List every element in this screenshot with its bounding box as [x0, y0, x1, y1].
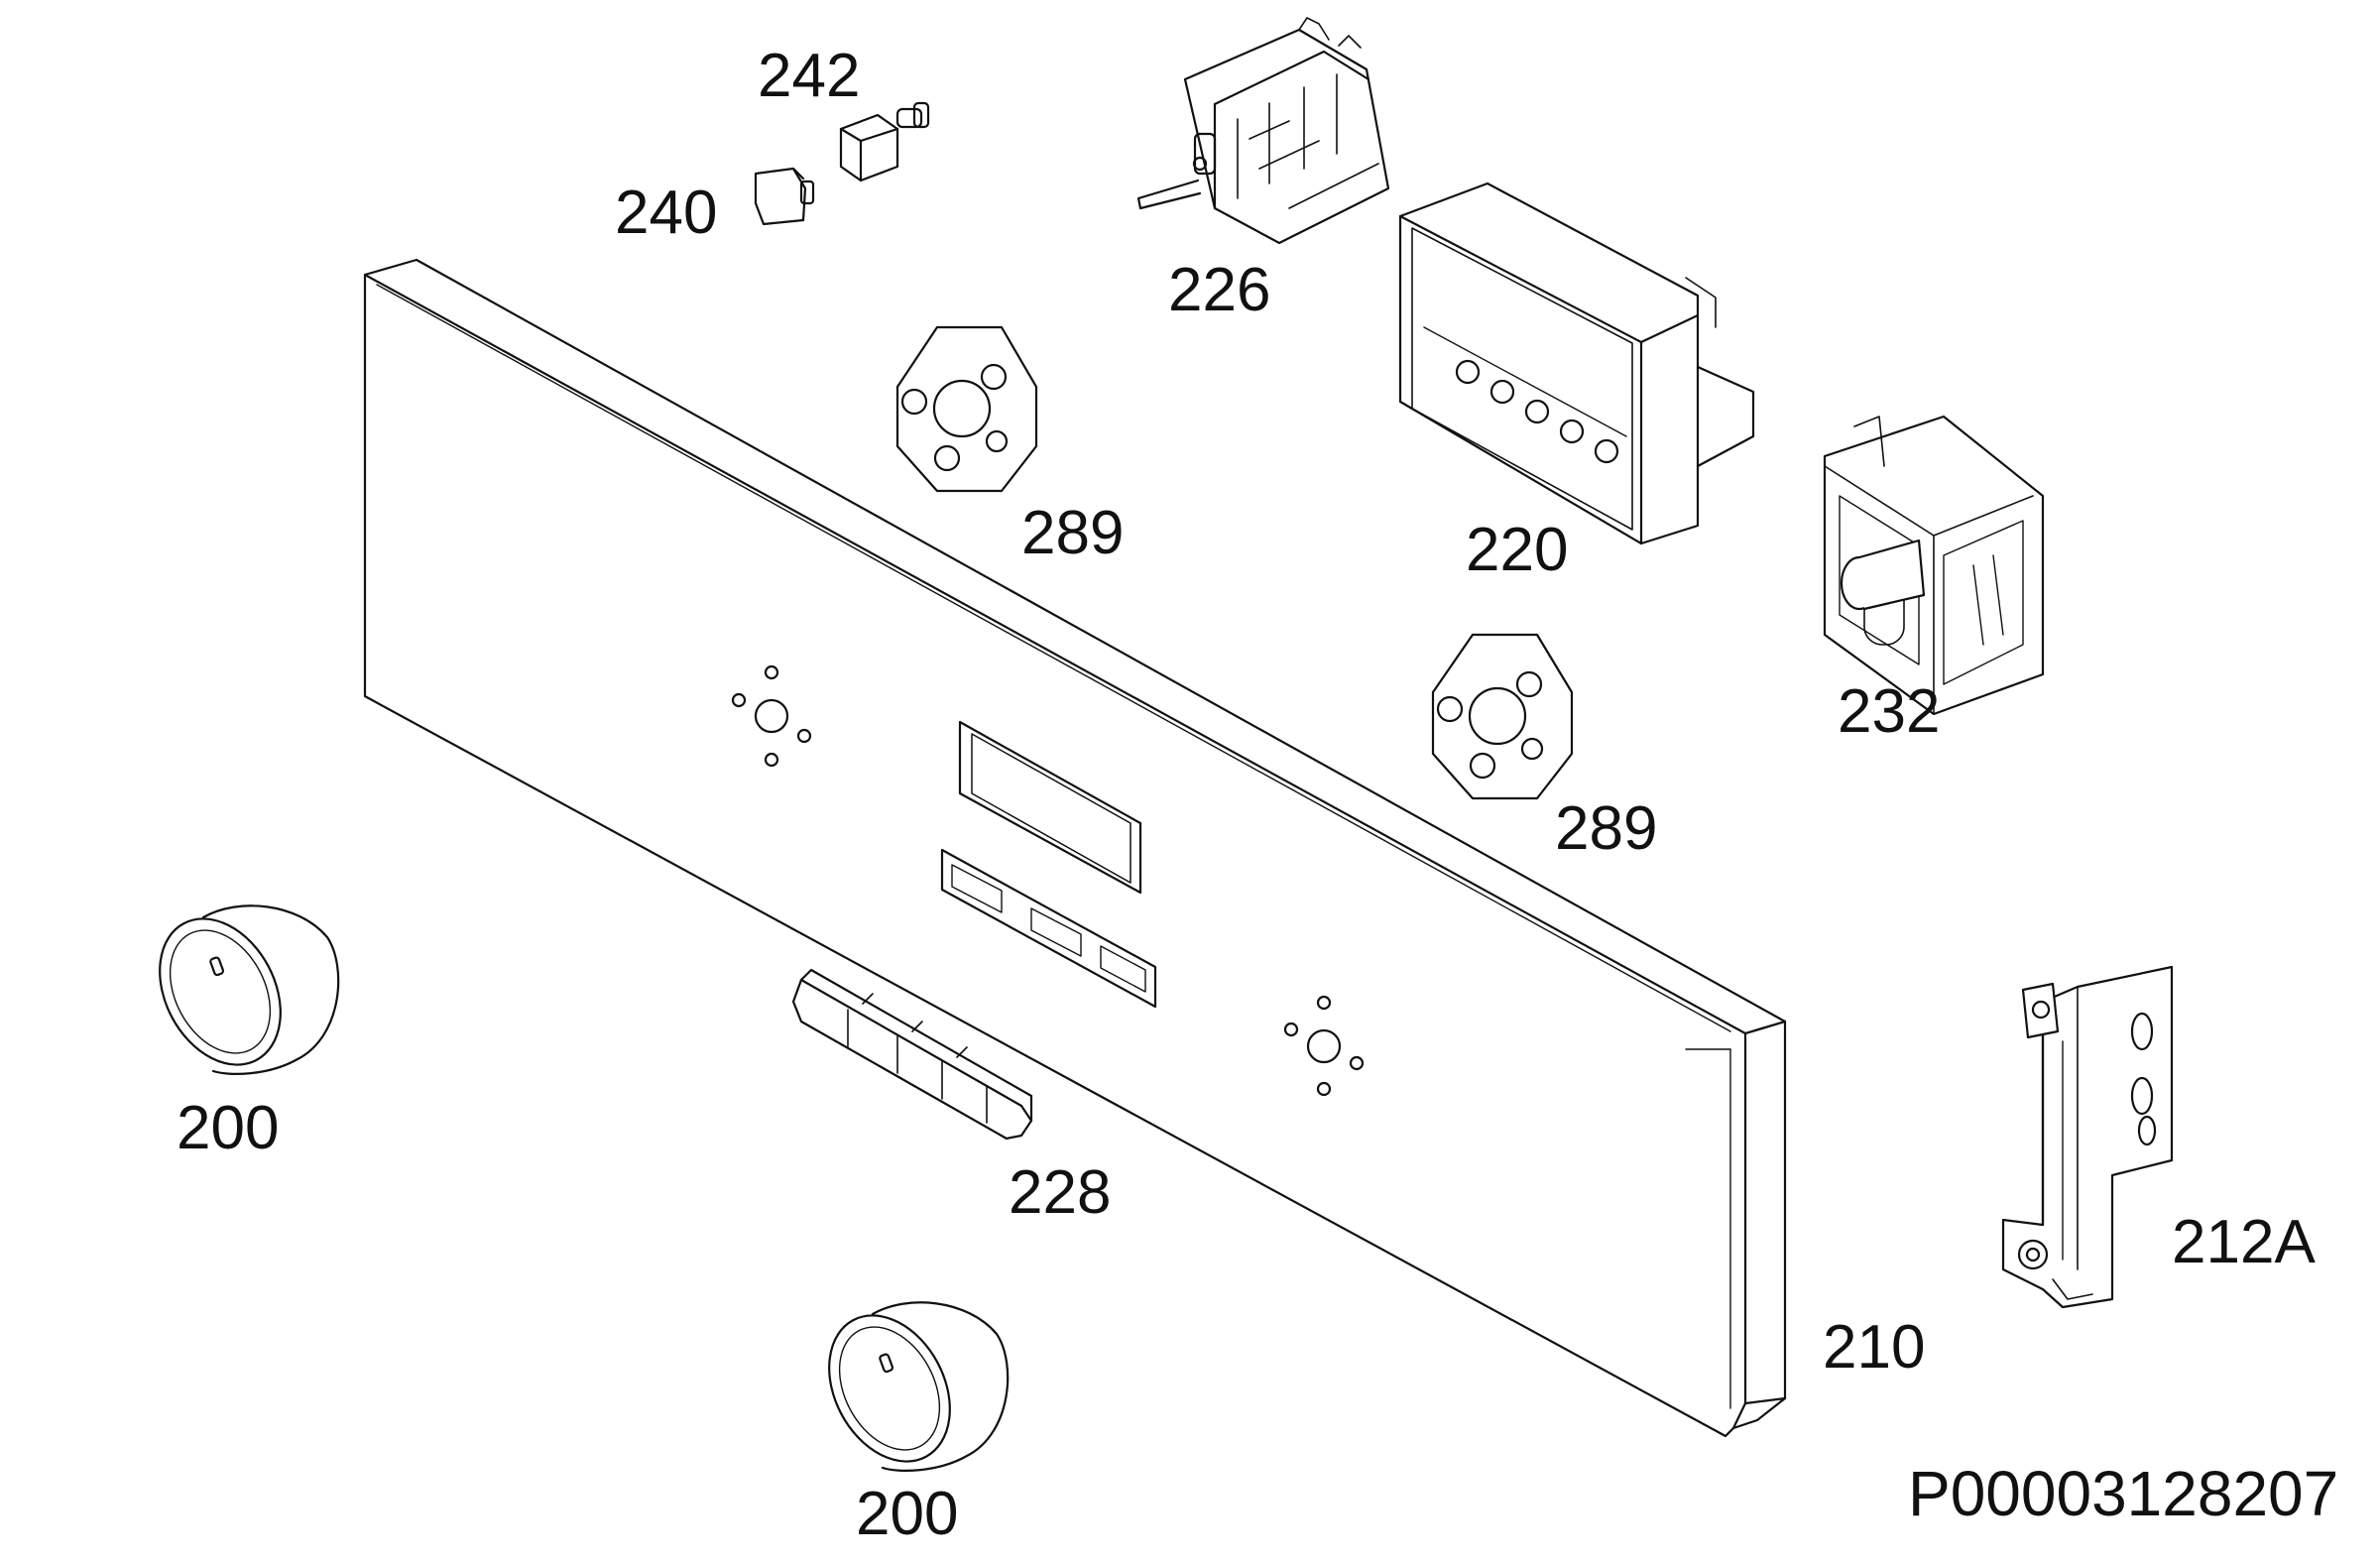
knob-adaptor-289-upper	[897, 327, 1036, 491]
control-knob-200-lower	[805, 1294, 1008, 1482]
part-number-200-left: 200	[177, 1094, 280, 1162]
part-number-240: 240	[615, 179, 718, 247]
panel-knob-holes-left	[733, 666, 810, 766]
part-number-289-lower: 289	[1555, 794, 1658, 863]
part-number-228: 228	[1009, 1158, 1112, 1227]
control-knob-200-left	[136, 898, 338, 1085]
selector-switch-226	[1138, 18, 1388, 243]
part-number-200-lower: 200	[856, 1480, 959, 1548]
panel-knob-holes-right	[1285, 997, 1363, 1095]
panel-button-slot	[942, 850, 1155, 1007]
part-number-210: 210	[1823, 1313, 1926, 1382]
thermostat-232	[1825, 417, 2043, 714]
mounting-bracket-212A	[2003, 967, 2172, 1307]
part-number-212A: 212A	[2172, 1208, 2316, 1276]
control-panel-210	[365, 260, 1785, 1436]
timer-module-220	[1400, 183, 1753, 543]
part-number-220: 220	[1466, 516, 1569, 584]
part-number-232: 232	[1838, 677, 1941, 746]
lamp-holder-242	[841, 103, 928, 180]
lamp-cover-240	[756, 169, 813, 224]
panel-display-window	[960, 722, 1140, 893]
push-button-strip-228	[793, 970, 1031, 1139]
drawing-id: P00003128207	[1908, 1458, 2339, 1529]
part-number-226: 226	[1168, 256, 1271, 324]
knob-adaptor-289-lower	[1433, 635, 1572, 798]
part-number-242: 242	[758, 42, 861, 110]
part-number-289-upper: 289	[1021, 499, 1125, 567]
